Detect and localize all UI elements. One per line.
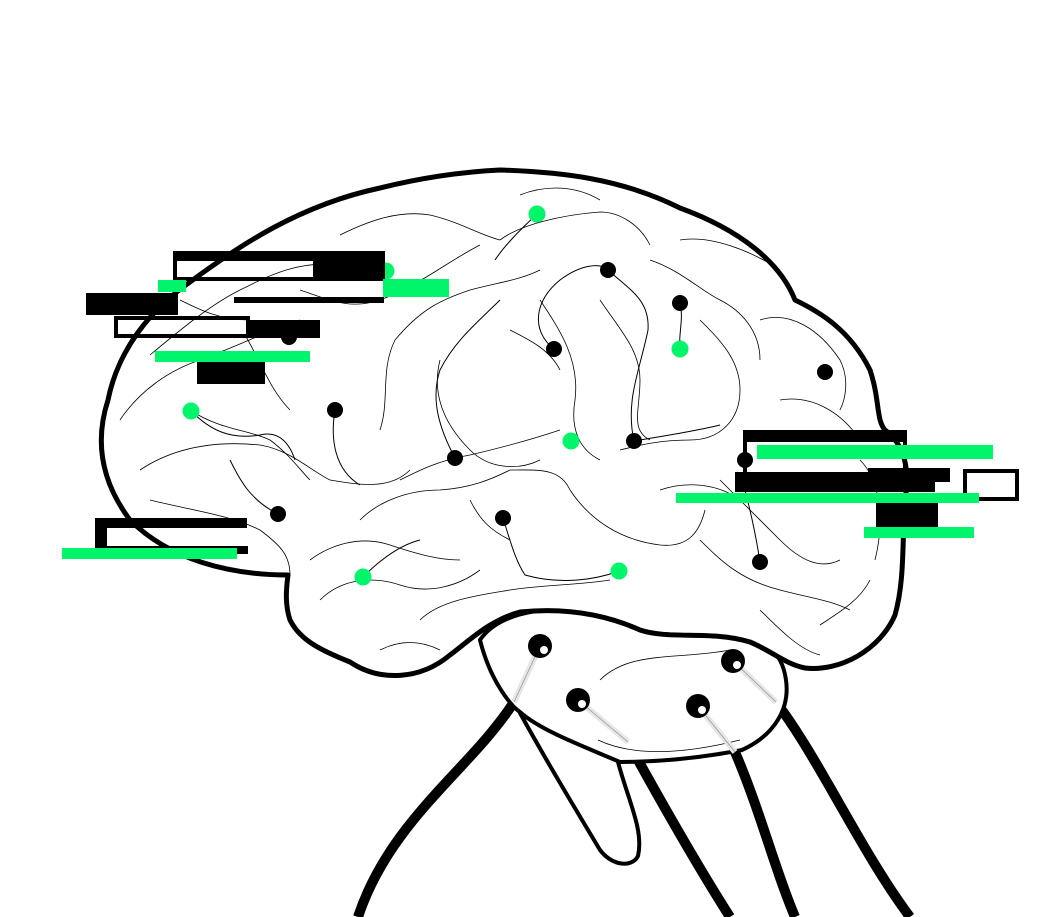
black-node (495, 510, 511, 526)
electrode-pad (528, 634, 552, 658)
glitch-bar (876, 503, 938, 527)
glitch-bar (868, 468, 950, 482)
glitch-bar (86, 293, 178, 315)
glitch-bar (62, 548, 237, 559)
glitch-bar (175, 253, 313, 261)
brain-stem (512, 688, 642, 866)
electrode-hole (540, 646, 548, 654)
cable-2 (623, 739, 735, 917)
cable-4 (772, 698, 915, 917)
green-node (671, 340, 689, 358)
connector-line (502, 517, 620, 582)
glitch-bar (95, 518, 107, 550)
cable-3 (730, 750, 800, 917)
black-nodes (270, 262, 833, 570)
electrode-pad (721, 649, 745, 673)
glitch-bar (95, 518, 247, 528)
black-node (327, 402, 343, 418)
electrode-hole (733, 661, 741, 669)
black-node (672, 295, 688, 311)
glitch-bar (158, 280, 186, 292)
glitch-bar (963, 469, 1019, 501)
black-node (546, 341, 562, 357)
green-node (182, 402, 200, 420)
connector-line (538, 265, 609, 350)
electrode-pad (566, 688, 590, 712)
black-node (600, 262, 616, 278)
black-node (752, 554, 768, 570)
cerebellum-fold (599, 649, 731, 681)
black-node (447, 450, 463, 466)
black-node (626, 433, 642, 449)
glitch-bar (313, 253, 383, 279)
black-node (817, 364, 833, 380)
glitch-bar (197, 362, 265, 384)
connector-line (332, 409, 361, 486)
electrode-hole (578, 700, 586, 708)
green-node (610, 562, 628, 580)
glitch-bars (62, 251, 1019, 559)
glitch-bar (155, 351, 310, 362)
connector-line (229, 459, 279, 515)
green-node (354, 568, 372, 586)
glitch-bar (234, 297, 384, 303)
glitch-bar (864, 527, 974, 538)
electrode-pad (686, 694, 710, 718)
green-node (528, 205, 546, 223)
node-connectors (190, 213, 761, 582)
cerebrum (98, 167, 910, 679)
electrode-cables (353, 698, 915, 917)
connector-line (607, 269, 649, 442)
connector-line (435, 299, 501, 459)
green-node (562, 432, 580, 450)
green-nodes (182, 205, 689, 586)
black-node (270, 506, 286, 522)
electrode-hole (698, 706, 706, 714)
electrodes (511, 634, 779, 754)
glitch-bar (757, 445, 993, 459)
connector-line (190, 410, 296, 461)
glitch-bar (248, 320, 320, 338)
glitch-bar (745, 432, 905, 442)
glitch-bar (383, 279, 449, 297)
connector-line (633, 424, 721, 442)
cable-1 (353, 699, 519, 917)
glitch-bar (676, 493, 979, 503)
